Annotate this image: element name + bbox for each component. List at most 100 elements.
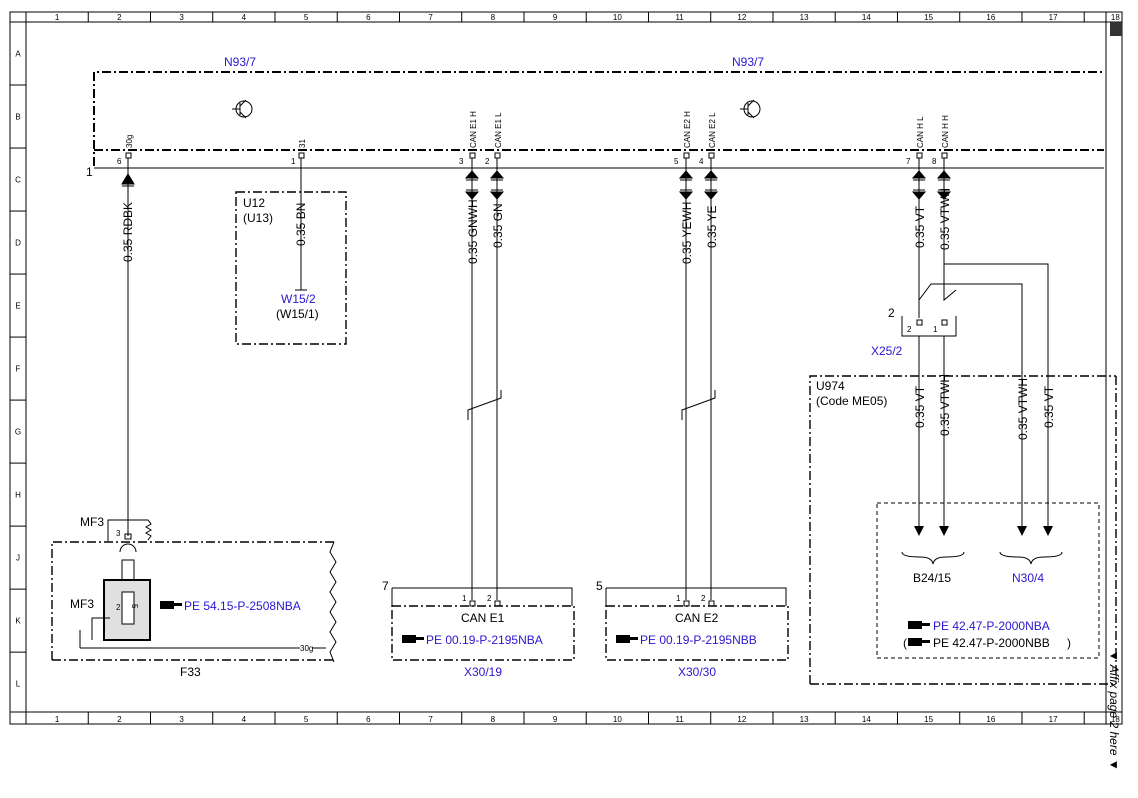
pin-name: CAN H H — [941, 115, 950, 148]
grid-col-label: 10 — [613, 13, 622, 22]
wire-bn: 0.35 BN — [294, 158, 308, 291]
u974-label: U974 — [816, 379, 845, 393]
pin-number: 7 — [906, 157, 911, 166]
grid-col-label: 10 — [613, 715, 622, 724]
wire-rdbk: 0.35 RDBK — [121, 158, 135, 520]
ref-pe-42-47-nbb: PE 42.47-P-2000NBB — [933, 636, 1050, 650]
grid-row-label: G — [15, 428, 21, 437]
wire-label: 0.35 GN — [491, 203, 505, 248]
ref-pe-00-19-nba-link[interactable]: PE 00.19-P-2195NBA — [426, 633, 543, 647]
grid-col-label: 12 — [737, 13, 746, 22]
wire-label: 0.35 RDBK — [121, 202, 135, 262]
fuse-box-f33: 3 MF3 MF3 2 5 30g — [51, 515, 337, 663]
targets-box — [876, 502, 1100, 659]
transistor-icon — [740, 99, 761, 119]
wire-label: 0.35 YEWH — [680, 202, 694, 264]
ref-pe-00-19-nbb-link[interactable]: PE 00.19-P-2195NBB — [640, 633, 757, 647]
connector-number: 7 — [382, 579, 389, 593]
wire-vtwh-upper: 0.35 VTWH — [937, 158, 952, 264]
grid-col-label: 12 — [737, 715, 746, 724]
ref-pe-54-15-link[interactable]: PE 54.15-P-2508NBA — [184, 599, 301, 613]
grid-col-label: 11 — [675, 715, 684, 724]
pin-1-31: 31 1 — [291, 139, 307, 166]
wire-vtwh-lower-1: 0.35 VTWH — [938, 336, 952, 536]
diagram-frame — [9, 11, 1123, 725]
grid-row-label: B — [15, 113, 20, 122]
grid-col-label: 4 — [242, 13, 247, 22]
pin-number: 1 — [676, 594, 681, 603]
code-me05-label: (Code ME05) — [816, 394, 887, 408]
pin-name: 31 — [298, 139, 307, 148]
connector-x30-19-link[interactable]: X30/19 — [464, 665, 502, 679]
grid-col-label: 2 — [117, 715, 122, 724]
bus-number: 1 — [86, 165, 93, 179]
wire-label: 0.35 BN — [294, 203, 308, 246]
grid-col-label: 17 — [1049, 13, 1058, 22]
ref-close-paren: ) — [1067, 636, 1071, 650]
wire-label: 0.35 VTWH — [1016, 378, 1030, 440]
grid-col-label: 16 — [986, 715, 995, 724]
mf3-label-left: MF3 — [70, 597, 94, 611]
wire-label: 0.35 GNWH — [466, 199, 480, 264]
grid-col-label: 6 — [366, 715, 371, 724]
twisted-pair-marker — [681, 390, 716, 420]
pin-number: 3 — [459, 157, 464, 166]
grid-row-label: E — [15, 302, 20, 311]
module-title-right[interactable]: N93/7 — [732, 55, 764, 69]
u974-component-box: U974 (Code ME05) — [809, 375, 1117, 685]
grid-column-labels: 1122334455667788991010111112121313141415… — [55, 12, 1120, 724]
grid-col-label: 2 — [117, 13, 122, 22]
wire-vt-upper: 0.35 VT — [912, 158, 927, 318]
pin-number: 5 — [674, 157, 679, 166]
ref-pe-42-47-nba-link[interactable]: PE 42.47-P-2000NBA — [933, 619, 1050, 633]
u13-label: (U13) — [243, 211, 273, 225]
ground-point-w15-2[interactable]: W15/2 — [281, 292, 316, 306]
wire-vtwh-lower-2: 0.35 VTWH — [1016, 378, 1030, 536]
brace — [901, 551, 965, 565]
pin-name: CAN E2 H — [683, 111, 692, 148]
grid-col-label: 16 — [986, 13, 995, 22]
connector-x30-19: 7 1 2 CAN E1 — [382, 579, 575, 661]
pin-3-can-e1-h: CAN E1 H 3 — [459, 111, 478, 166]
grid-col-label: 9 — [553, 715, 558, 724]
grid-col-label: 17 — [1049, 715, 1058, 724]
grid-col-label: 18 — [1111, 13, 1120, 22]
grid-col-label: 14 — [862, 13, 871, 22]
wire-vt-lower-1: 0.35 VT — [913, 336, 927, 536]
pin-number: 6 — [117, 157, 122, 166]
module-title-left[interactable]: N93/7 — [224, 55, 256, 69]
module-n93-7-box — [93, 71, 1104, 166]
pin-number: 2 — [701, 594, 706, 603]
grid-row-label: F — [16, 365, 21, 374]
grid-col-label: 5 — [304, 13, 309, 22]
grid-col-label: 8 — [491, 13, 496, 22]
grid-col-label: 15 — [924, 13, 933, 22]
grid-col-label: 13 — [800, 715, 809, 724]
connector-x25-2: 2 2 1 X25/2 — [871, 306, 957, 358]
grid-row-label: K — [15, 617, 21, 626]
pin-number: 1 — [291, 157, 296, 166]
grid-col-label: 4 — [242, 715, 247, 724]
connector-x30-30-link[interactable]: X30/30 — [678, 665, 716, 679]
connector-x25-2-link[interactable]: X25/2 — [871, 344, 903, 358]
target-n30-4-link[interactable]: N30/4 — [1012, 571, 1044, 585]
pin-number: 2 — [907, 325, 912, 334]
u12-component-box: U12 (U13) W15/2 (W15/1) — [235, 191, 347, 345]
f33-label: F33 — [180, 665, 201, 679]
grid-col-label: 15 — [924, 715, 933, 724]
u12-label: U12 — [243, 196, 265, 210]
connector-x30-30: 5 1 2 CAN E2 — [596, 579, 789, 661]
wire-label: 0.35 VT — [913, 385, 927, 428]
pin-name: 30g — [125, 135, 134, 148]
connector-name: CAN E1 — [461, 611, 505, 625]
pin-name: CAN E1 H — [469, 111, 478, 148]
pointing-hand-icon — [402, 635, 424, 643]
grid-col-label: 14 — [862, 715, 871, 724]
pin-number: 2 — [485, 157, 490, 166]
wire-label: 0.35 VT — [913, 205, 927, 248]
grid-col-label: 1 — [55, 715, 60, 724]
pin-number: 2 — [487, 594, 492, 603]
transistor-icon — [232, 99, 253, 119]
